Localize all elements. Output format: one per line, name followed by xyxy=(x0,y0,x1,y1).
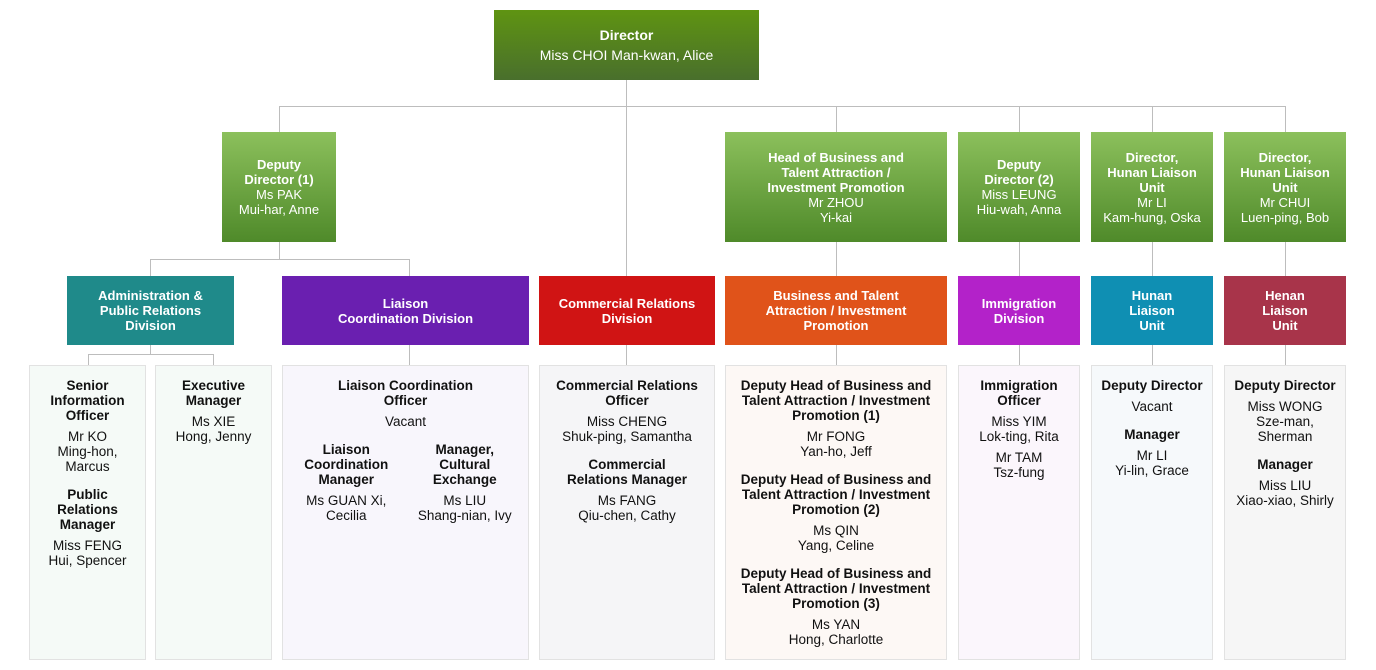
connector-hunan-down xyxy=(1152,242,1153,276)
panel-liaison-coordination: Liaison Coordination Officer Vacant Liai… xyxy=(282,365,529,660)
panel-immigration: Immigration Officer Miss YIM Lok-ting, R… xyxy=(958,365,1080,660)
director-box: Director Miss CHOI Man-kwan, Alice xyxy=(494,10,759,80)
staff-name: Mr KO Ming-hon, Marcus xyxy=(57,429,118,474)
panel-admin-pr-right: Executive Manager Ms XIE Hong, Jenny xyxy=(155,365,272,660)
hunan-director-box: Director, Hunan Liaison Unit Mr LI Kam-h… xyxy=(1091,132,1213,242)
head-title: Director, Hunan Liaison Unit xyxy=(1240,149,1330,195)
connector-to-admin xyxy=(150,259,151,276)
connector-henan-unit-down xyxy=(1285,345,1286,365)
staff-role: Deputy Director xyxy=(1234,378,1336,393)
division-label: Hunan Liaison Unit xyxy=(1129,288,1175,333)
henan-director-box: Director, Hunan Liaison Unit Mr CHUI Lue… xyxy=(1224,132,1346,242)
staff-role: Deputy Head of Business and Talent Attra… xyxy=(740,378,932,423)
staff-role: Public Relations Manager xyxy=(57,487,118,532)
division-liaison-coordination: Liaison Coordination Division xyxy=(282,276,529,345)
head-business-box: Head of Business and Talent Attraction /… xyxy=(725,132,947,242)
division-hunan-unit: Hunan Liaison Unit xyxy=(1091,276,1213,345)
staff-name: Vacant xyxy=(1131,399,1173,414)
connector-deputy1-down xyxy=(279,242,280,259)
connector-level1-bar xyxy=(279,106,1285,107)
staff-name: Miss WONG Sze-man, Sherman xyxy=(1247,399,1323,444)
division-henan-unit: Henan Liaison Unit xyxy=(1224,276,1346,345)
staff-role: Deputy Director xyxy=(1101,378,1203,393)
staff-role: Manager xyxy=(1124,427,1180,442)
staff-name: Miss LIU Xiao-xiao, Shirly xyxy=(1236,478,1334,508)
head-name: Mr LI Kam-hung, Oska xyxy=(1103,194,1201,225)
staff-name: Ms XIE Hong, Jenny xyxy=(175,414,252,444)
division-business-talent: Business and Talent Attraction / Investm… xyxy=(725,276,947,345)
staff-name: Ms LIU Shang-nian, Ivy xyxy=(417,493,512,523)
staff-role: Liaison Coordination Officer xyxy=(338,378,473,408)
staff-role: Manager, Cultural Exchange xyxy=(432,442,497,487)
connector-deputy1-bar xyxy=(150,259,409,260)
connector-immigration-down xyxy=(1019,345,1020,365)
head-name: Mr ZHOU Yi-kai xyxy=(808,194,864,225)
connector-to-liaison xyxy=(409,259,410,276)
staff-role: Deputy Head of Business and Talent Attra… xyxy=(740,566,932,611)
division-label: Immigration Division xyxy=(981,295,1057,326)
staff-role: Senior Information Officer xyxy=(50,378,125,423)
head-name: Mr CHUI Luen-ping, Bob xyxy=(1240,194,1330,225)
division-admin-pr: Administration & Public Relations Divisi… xyxy=(67,276,234,345)
staff-name: Miss YIM Lok-ting, Rita xyxy=(979,414,1059,444)
staff-name: Mr LI Yi-lin, Grace xyxy=(1115,448,1189,478)
connector-to-hunan-director xyxy=(1152,106,1153,132)
panel-hunan-unit: Deputy Director Vacant Manager Mr LI Yi-… xyxy=(1091,365,1213,660)
staff-name: Vacant xyxy=(384,414,427,429)
connector-to-deputy2 xyxy=(1019,106,1020,132)
staff-name: Miss CHENG Shuk-ping, Samantha xyxy=(562,414,692,444)
director-title: Director xyxy=(599,27,654,43)
division-immigration: Immigration Division xyxy=(958,276,1080,345)
connector-head-business-down xyxy=(836,242,837,276)
staff-role: Deputy Head of Business and Talent Attra… xyxy=(740,472,932,517)
division-label: Liaison Coordination Division xyxy=(337,295,474,326)
head-title: Deputy Director (2) xyxy=(984,157,1054,187)
connector-to-henan-director xyxy=(1285,106,1286,132)
panel-henan-unit: Deputy Director Miss WONG Sze-man, Sherm… xyxy=(1224,365,1346,660)
head-title: Head of Business and Talent Attraction /… xyxy=(767,149,905,195)
staff-name: Ms GUAN Xi, Cecilia xyxy=(306,493,387,523)
staff-role: Executive Manager xyxy=(181,378,246,408)
head-name: Miss LEUNG Hiu-wah, Anna xyxy=(976,187,1062,217)
connector-commercial-down xyxy=(626,345,627,365)
connector-deputy2-down xyxy=(1019,242,1020,276)
staff-name: Mr FONG Yan-ho, Jeff xyxy=(800,429,872,459)
panel-admin-pr-left: Senior Information Officer Mr KO Ming-ho… xyxy=(29,365,146,660)
connector-business-down xyxy=(836,345,837,365)
staff-role: Liaison Coordination Manager xyxy=(304,442,389,487)
staff-role: Commercial Relations Officer xyxy=(556,378,698,408)
deputy-director-1-box: Deputy Director (1) Ms PAK Mui-har, Anne xyxy=(222,132,336,242)
panel-business-talent: Deputy Head of Business and Talent Attra… xyxy=(725,365,947,660)
connector-hunan-unit-down xyxy=(1152,345,1153,365)
connector-admin-b xyxy=(213,354,214,365)
connector-henan-down xyxy=(1285,242,1286,276)
director-name: Miss CHOI Man-kwan, Alice xyxy=(539,47,714,63)
staff-name: Ms YAN Hong, Charlotte xyxy=(788,617,884,647)
connector-admin-down xyxy=(150,345,151,354)
connector-to-deputy1 xyxy=(279,106,280,132)
panel-commercial-relations: Commercial Relations Officer Miss CHENG … xyxy=(539,365,715,660)
division-label: Henan Liaison Unit xyxy=(1262,288,1308,333)
head-title: Deputy Director (1) xyxy=(244,157,314,187)
staff-name: Miss FENG Hui, Spencer xyxy=(48,538,127,568)
division-label: Business and Talent Attraction / Investm… xyxy=(765,288,907,333)
staff-name: Ms FANG Qiu-chen, Cathy xyxy=(578,493,676,523)
division-commercial-relations: Commercial Relations Division xyxy=(539,276,715,345)
division-label: Commercial Relations Division xyxy=(558,295,696,326)
connector-liaison-down xyxy=(409,345,410,365)
deputy-director-2-box: Deputy Director (2) Miss LEUNG Hiu-wah, … xyxy=(958,132,1080,242)
division-label: Administration & Public Relations Divisi… xyxy=(98,288,203,333)
head-title: Director, Hunan Liaison Unit xyxy=(1107,149,1197,195)
staff-name: Ms QIN Yang, Celine xyxy=(797,523,875,553)
staff-name: Mr TAM Tsz-fung xyxy=(993,450,1045,480)
staff-role: Manager xyxy=(1257,457,1313,472)
connector-to-head-business xyxy=(836,106,837,132)
connector-admin-bar xyxy=(88,354,213,355)
staff-role: Commercial Relations Manager xyxy=(566,457,688,487)
head-name: Ms PAK Mui-har, Anne xyxy=(238,187,320,217)
staff-role: Immigration Officer xyxy=(980,378,1058,408)
connector-admin-a xyxy=(88,354,89,365)
connector-director-down xyxy=(626,80,627,276)
